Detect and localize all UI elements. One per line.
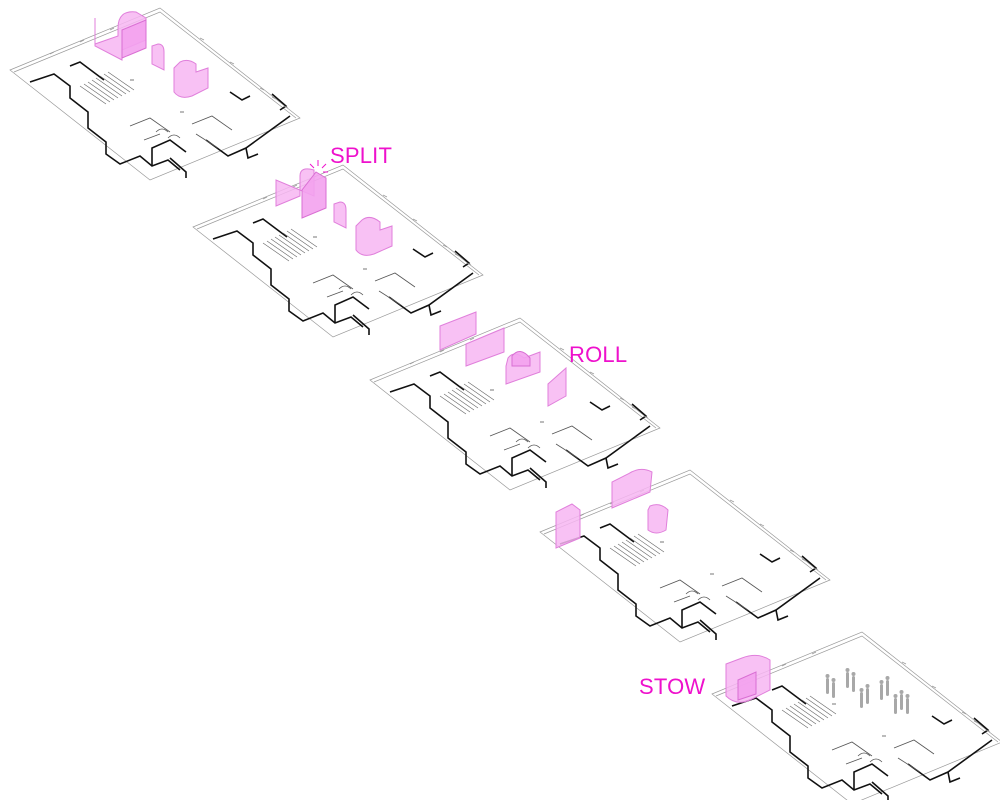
panel-roll-d bbox=[511, 351, 531, 367]
label-split: SPLIT bbox=[330, 143, 393, 168]
panel-roll-a bbox=[439, 311, 477, 351]
floorplan-level-5 bbox=[711, 631, 1000, 805]
floorplan-level-2 bbox=[192, 160, 484, 338]
panel-stowed-inner bbox=[737, 671, 757, 701]
panel-roll-e bbox=[547, 366, 567, 407]
label-stow: STOW bbox=[639, 674, 706, 699]
panel-stow-left bbox=[555, 503, 581, 549]
panel-small bbox=[151, 43, 165, 71]
floorplan-level-3 bbox=[369, 311, 661, 491]
panel-roll-b bbox=[465, 327, 505, 367]
panel-stow-small bbox=[647, 504, 669, 534]
panel-corner bbox=[121, 19, 147, 59]
panel-small bbox=[333, 201, 347, 229]
panel-split-right bbox=[301, 171, 327, 219]
panel-split-left bbox=[275, 168, 315, 207]
split-burst-icon bbox=[309, 160, 328, 173]
label-roll: ROLL bbox=[569, 342, 628, 367]
panel-curved bbox=[355, 216, 393, 256]
panel-stow-top bbox=[611, 468, 653, 509]
floorplan-level-4 bbox=[539, 468, 831, 643]
floorplan-level-1 bbox=[9, 7, 301, 181]
panel-curved bbox=[173, 59, 209, 98]
people-figures bbox=[825, 668, 910, 714]
